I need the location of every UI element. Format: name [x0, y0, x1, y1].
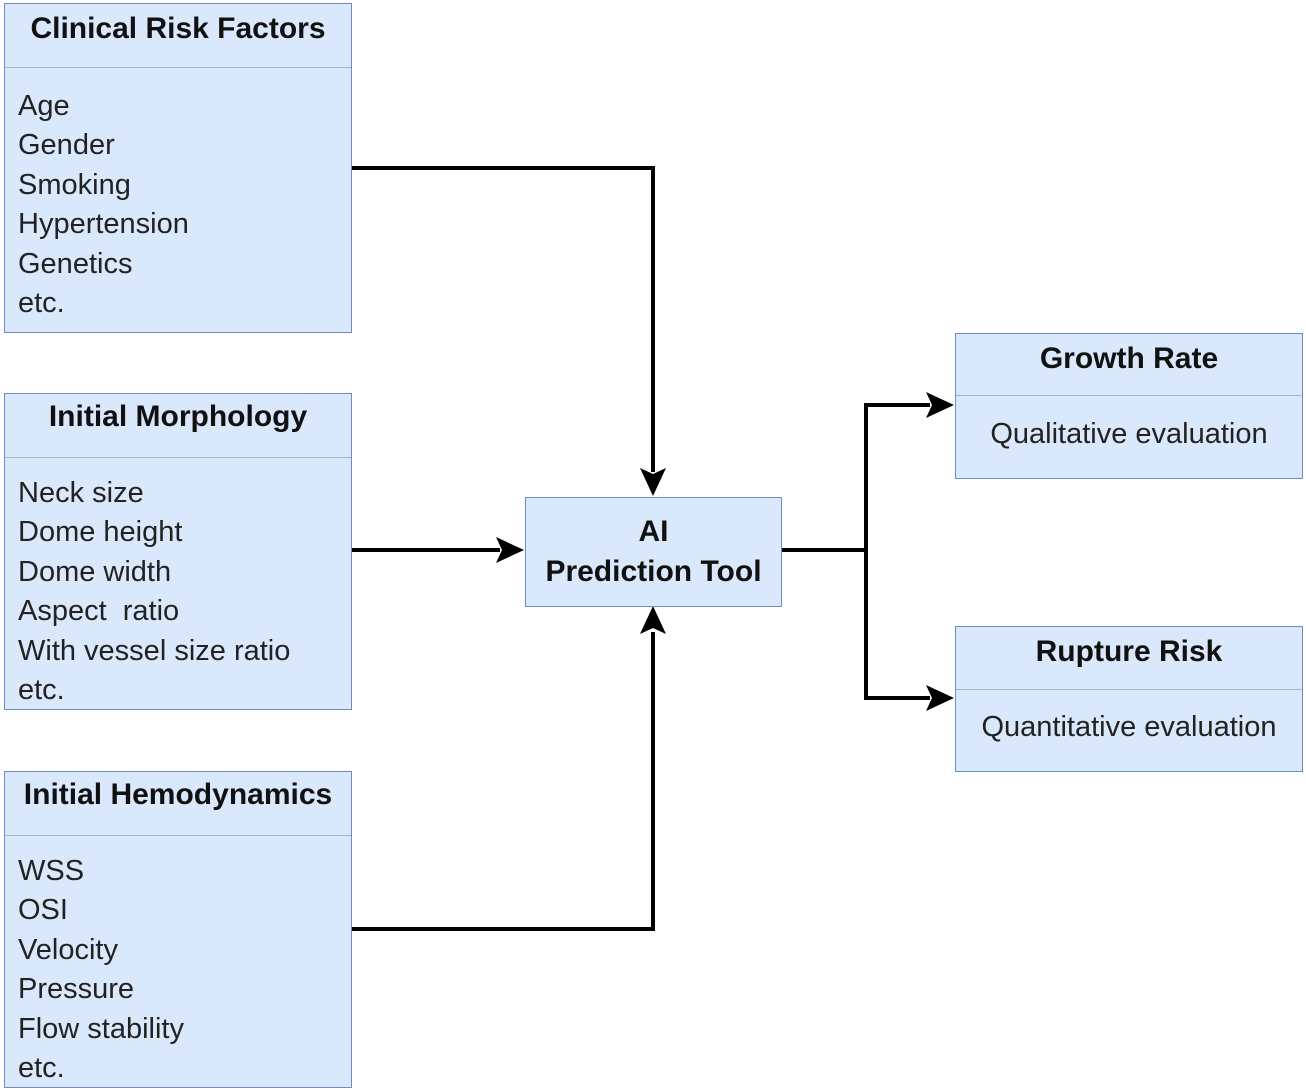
growth-rate-title: Growth Rate — [1039, 342, 1219, 375]
hemodynamics-divider — [5, 835, 351, 836]
arrow-clinical-to-tool — [352, 166, 655, 472]
arrowhead-clinical — [640, 468, 666, 496]
list-item: etc. — [18, 287, 65, 320]
arrow-to-growth — [864, 403, 930, 550]
arrowhead-rupture — [926, 685, 954, 711]
initial-morphology-box: Initial Morphology Neck size Dome height… — [4, 393, 352, 710]
initial-morphology-list: Neck size Dome height Dome width Aspect … — [18, 474, 290, 710]
clinical-risk-factors-title: Clinical Risk Factors — [30, 12, 326, 45]
list-item: etc. — [18, 674, 65, 707]
list-item: Velocity — [18, 933, 118, 966]
rupture-divider — [956, 689, 1302, 690]
list-item: Hypertension — [18, 208, 189, 241]
morphology-divider — [5, 457, 351, 458]
list-item: Genetics — [18, 247, 133, 280]
tool-title-line1: AI — [638, 515, 669, 548]
initial-hemodynamics-box: Initial Hemodynamics WSS OSI Velocity Pr… — [4, 771, 352, 1088]
list-item: Age — [18, 90, 70, 122]
initial-morphology-title: Initial Morphology — [48, 400, 308, 433]
arrow-to-rupture — [864, 550, 930, 700]
arrow-hemodynamics-to-tool — [352, 632, 655, 931]
arrowhead-morphology — [496, 537, 524, 563]
list-item: Dome width — [18, 555, 172, 588]
growth-rate-evaluation: Qualitative evaluation — [990, 418, 1268, 450]
growth-rate-box: Growth Rate Qualitative evaluation — [955, 333, 1303, 479]
ai-prediction-tool-box: AI Prediction Tool — [525, 497, 782, 607]
list-item: OSI — [18, 894, 68, 927]
clinical-divider — [5, 67, 351, 68]
list-item: Neck size — [18, 477, 144, 509]
initial-hemodynamics-list: WSS OSI Velocity Pressure Flow stability… — [18, 852, 184, 1088]
list-item: Flow stability — [18, 1012, 184, 1045]
rupture-risk-box: Rupture Risk Quantitative evaluation — [955, 626, 1303, 772]
arrowhead-hemodynamics — [640, 606, 666, 634]
list-item: Aspect ratio — [18, 595, 180, 628]
growth-divider — [956, 395, 1302, 396]
arrowhead-growth — [926, 392, 954, 418]
clinical-risk-factors-box: Clinical Risk Factors Age Gender Smoking… — [4, 3, 352, 333]
rupture-risk-title: Rupture Risk — [1035, 635, 1223, 668]
initial-hemodynamics-title: Initial Hemodynamics — [23, 778, 333, 811]
list-item: WSS — [18, 855, 85, 887]
list-item: etc. — [18, 1052, 65, 1085]
rupture-risk-evaluation: Quantitative evaluation — [981, 711, 1277, 743]
list-item: Dome height — [18, 516, 183, 549]
tool-title-line2: Prediction Tool — [545, 555, 762, 588]
list-item: Smoking — [18, 168, 131, 201]
clinical-risk-factors-list: Age Gender Smoking Hypertension Genetics… — [18, 87, 189, 323]
list-item: Gender — [18, 129, 115, 162]
list-item: With vessel size ratio — [18, 634, 291, 667]
list-item: Pressure — [18, 973, 135, 1006]
